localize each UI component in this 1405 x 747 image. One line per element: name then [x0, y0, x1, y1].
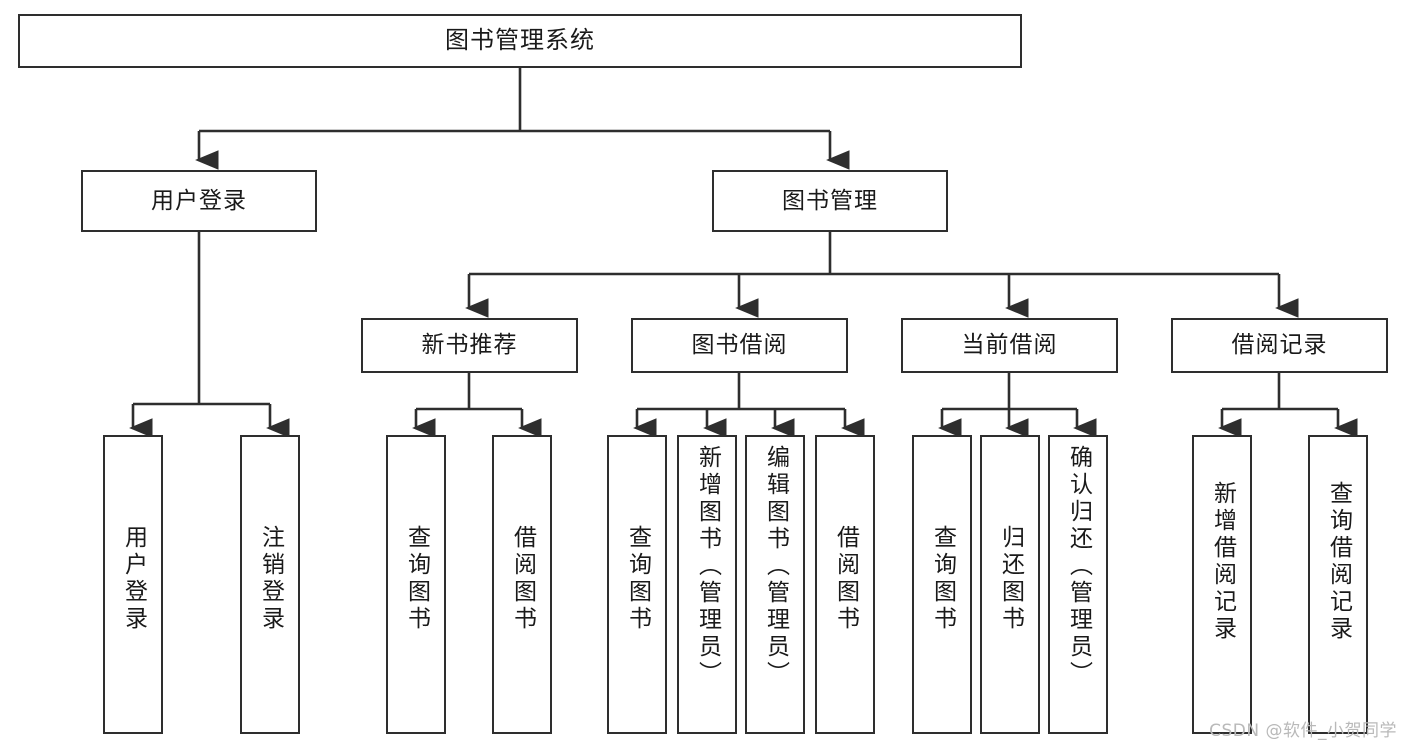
leaf-user-login[interactable]: 用户登录: [103, 435, 163, 734]
node-label: 查询图书: [624, 525, 651, 633]
node-label: 图书管理: [782, 187, 878, 214]
leaf-borrow-book-2[interactable]: 借阅图书: [815, 435, 875, 734]
node-book-manage[interactable]: 图书管理: [712, 170, 948, 232]
leaf-confirm-return-admin[interactable]: 确认归还（管理员）: [1048, 435, 1108, 734]
node-root-system[interactable]: 图书管理系统: [18, 14, 1022, 68]
leaf-query-book-2[interactable]: 查询图书: [607, 435, 667, 734]
node-label: 归还图书: [997, 525, 1024, 633]
node-label: 借阅图书: [832, 525, 859, 633]
node-label: 借阅记录: [1231, 332, 1328, 359]
leaf-query-borrow-record[interactable]: 查询借阅记录: [1308, 435, 1368, 734]
node-label: 查询图书: [929, 525, 956, 633]
leaf-add-book-admin[interactable]: 新增图书（管理员）: [677, 435, 737, 734]
leaf-edit-book-admin[interactable]: 编辑图书（管理员）: [745, 435, 805, 734]
node-label: 编辑图书（管理员）: [762, 445, 789, 688]
node-label: 新增借阅记录: [1209, 481, 1236, 643]
node-label: 新增图书（管理员）: [694, 445, 721, 688]
leaf-logout-login[interactable]: 注销登录: [240, 435, 300, 734]
node-label: 用户登录: [120, 525, 147, 633]
node-label: 图书管理系统: [445, 26, 595, 55]
node-current-borrow[interactable]: 当前借阅: [901, 318, 1118, 373]
node-label: 用户登录: [151, 187, 247, 214]
node-label: 当前借阅: [961, 332, 1058, 359]
csdn-watermark: CSDN @软件_小贺同学: [1209, 721, 1397, 741]
node-label: 图书借阅: [691, 332, 788, 359]
node-label: 注销登录: [257, 525, 284, 633]
leaf-query-book-1[interactable]: 查询图书: [386, 435, 446, 734]
node-borrow-record[interactable]: 借阅记录: [1171, 318, 1388, 373]
node-new-book-recommend[interactable]: 新书推荐: [361, 318, 578, 373]
leaf-return-book[interactable]: 归还图书: [980, 435, 1040, 734]
leaf-query-book-3[interactable]: 查询图书: [912, 435, 972, 734]
node-label: 新书推荐: [421, 332, 518, 359]
leaf-borrow-book-1[interactable]: 借阅图书: [492, 435, 552, 734]
node-label: 查询借阅记录: [1325, 481, 1352, 643]
leaf-add-borrow-record[interactable]: 新增借阅记录: [1192, 435, 1252, 734]
node-label: 查询图书: [403, 525, 430, 633]
node-book-borrow[interactable]: 图书借阅: [631, 318, 848, 373]
node-user-login[interactable]: 用户登录: [81, 170, 317, 232]
node-label: 借阅图书: [509, 525, 536, 633]
node-label: 确认归还（管理员）: [1065, 445, 1092, 688]
